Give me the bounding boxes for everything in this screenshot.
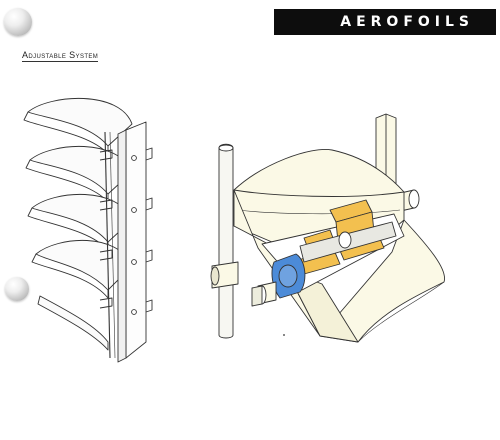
louvre-blade-edge [31, 253, 109, 299]
brand-title: AEROFOILS [340, 14, 474, 30]
linkage-rod [104, 131, 111, 359]
support-pole [218, 143, 234, 339]
sphere-bullet-icon [5, 277, 29, 301]
sphere-bullet-icon [4, 8, 32, 36]
aerofoil-flap [319, 219, 445, 343]
louvre-blade [27, 98, 133, 147]
brand-banner: AEROFOILS [274, 9, 496, 35]
section-title: Adjustable System [22, 50, 99, 62]
